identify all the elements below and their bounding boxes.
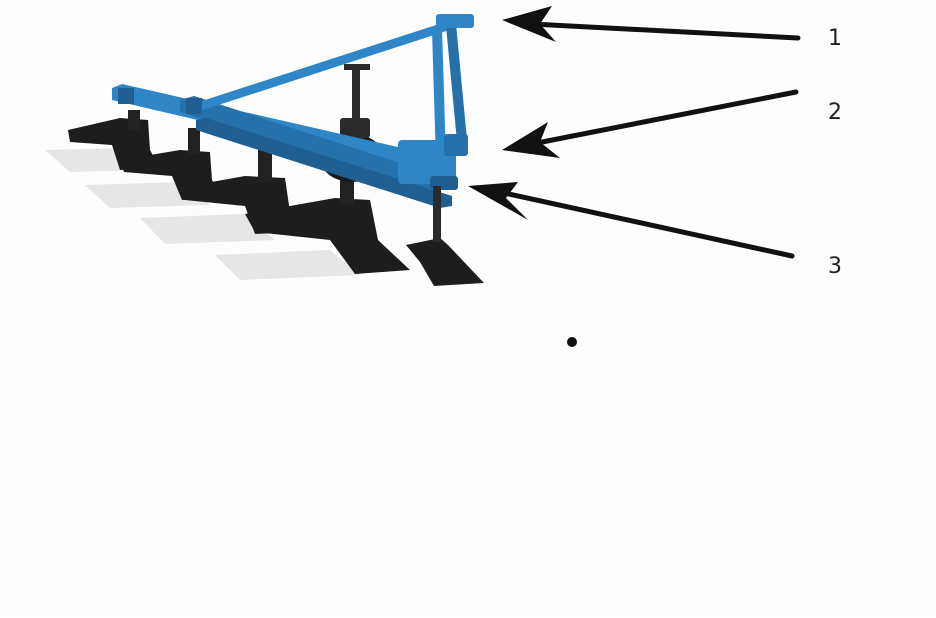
frame-lower-beam: [196, 118, 452, 208]
callout-label-3: 3: [828, 254, 842, 279]
coulter-shank: [433, 186, 441, 242]
adjust-screw-post: [352, 70, 360, 130]
plough-body-1: [68, 118, 160, 170]
shadow-4: [215, 250, 360, 280]
arrow-3-head: [468, 182, 528, 220]
tower-diagonal-brace: [196, 14, 474, 110]
arrow-1-head: [502, 6, 556, 42]
plough-frame: [112, 14, 474, 242]
hitch-bracket: [398, 140, 456, 184]
tower-front-post: [432, 28, 446, 162]
disc-coulter-blade: [406, 238, 484, 286]
frame-rear-beam: [180, 96, 440, 190]
arrow-2: [502, 89, 799, 158]
ground-shadows: [45, 148, 360, 280]
callout-label-2: 2: [828, 100, 842, 125]
arrow-3: [468, 182, 795, 259]
tower-rear-post: [446, 24, 468, 152]
beam-clamp-1: [118, 88, 134, 104]
stanchion-1: [128, 110, 140, 130]
shadow-3: [140, 214, 275, 244]
plough-bodies: [68, 110, 484, 286]
beam-clamp-2: [186, 98, 202, 114]
arrow-2-head: [502, 122, 560, 158]
hitch-plate: [444, 134, 468, 156]
stray-dot: [567, 337, 577, 347]
arrow-1: [502, 6, 801, 42]
callout-label-1: 1: [828, 26, 842, 51]
screw-housing: [340, 118, 370, 138]
plough-body-4: [245, 198, 410, 274]
tower-top-link-pin: [436, 14, 474, 28]
adjust-screw-handle: [344, 64, 370, 70]
callout-arrows: [468, 6, 801, 347]
stanchion-2: [188, 128, 200, 154]
stanchion-3: [258, 150, 272, 182]
